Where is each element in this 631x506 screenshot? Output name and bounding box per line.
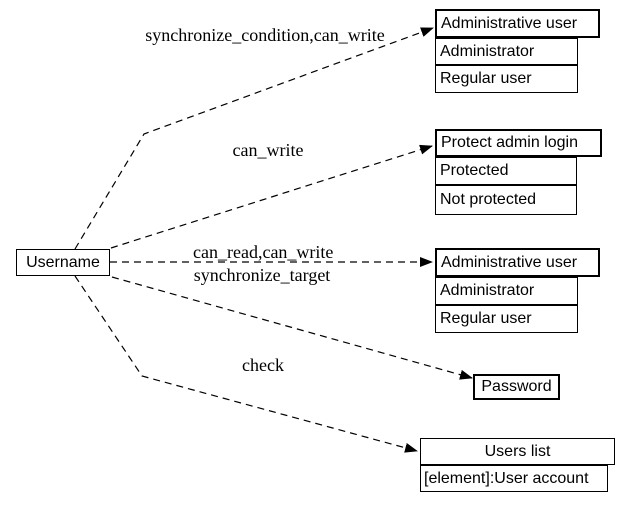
node-protect-admin-login-row: Protected — [435, 157, 577, 185]
edge-label-synchronize-target: synchronize_target — [193, 265, 331, 285]
edge-label-can-write: can_write — [232, 140, 304, 160]
node-admin-user-mid-header: Administrative user — [435, 248, 600, 277]
edge-check-line — [111, 276, 473, 380]
edge-synchronize-condition-line — [74, 27, 434, 250]
node-admin-user-mid-row: Administrator — [435, 277, 578, 305]
node-password: Password — [473, 374, 560, 400]
edge-label-check: check — [242, 355, 284, 375]
edge-can-write-line — [110, 144, 433, 249]
node-admin-user-top-header: Administrative user — [435, 9, 600, 38]
edge-label-can-read-can-write: can_read,can_write — [193, 242, 334, 262]
node-admin-user-top-row: Administrator — [435, 38, 578, 65]
node-protect-admin-login-row: Not protected — [435, 185, 577, 215]
node-admin-user-top-row: Regular user — [435, 65, 578, 93]
edge-users-list-line — [74, 275, 418, 453]
node-protect-admin-login-header: Protect admin login — [435, 129, 602, 157]
node-admin-user-mid-row: Regular user — [435, 305, 578, 333]
node-username: Username — [16, 249, 110, 276]
node-users-list-header: Users list — [420, 438, 615, 465]
node-users-list-row: [element]:User account — [420, 465, 608, 492]
edge-label-synchronize-condition: synchronize_condition,can_write — [145, 25, 385, 45]
